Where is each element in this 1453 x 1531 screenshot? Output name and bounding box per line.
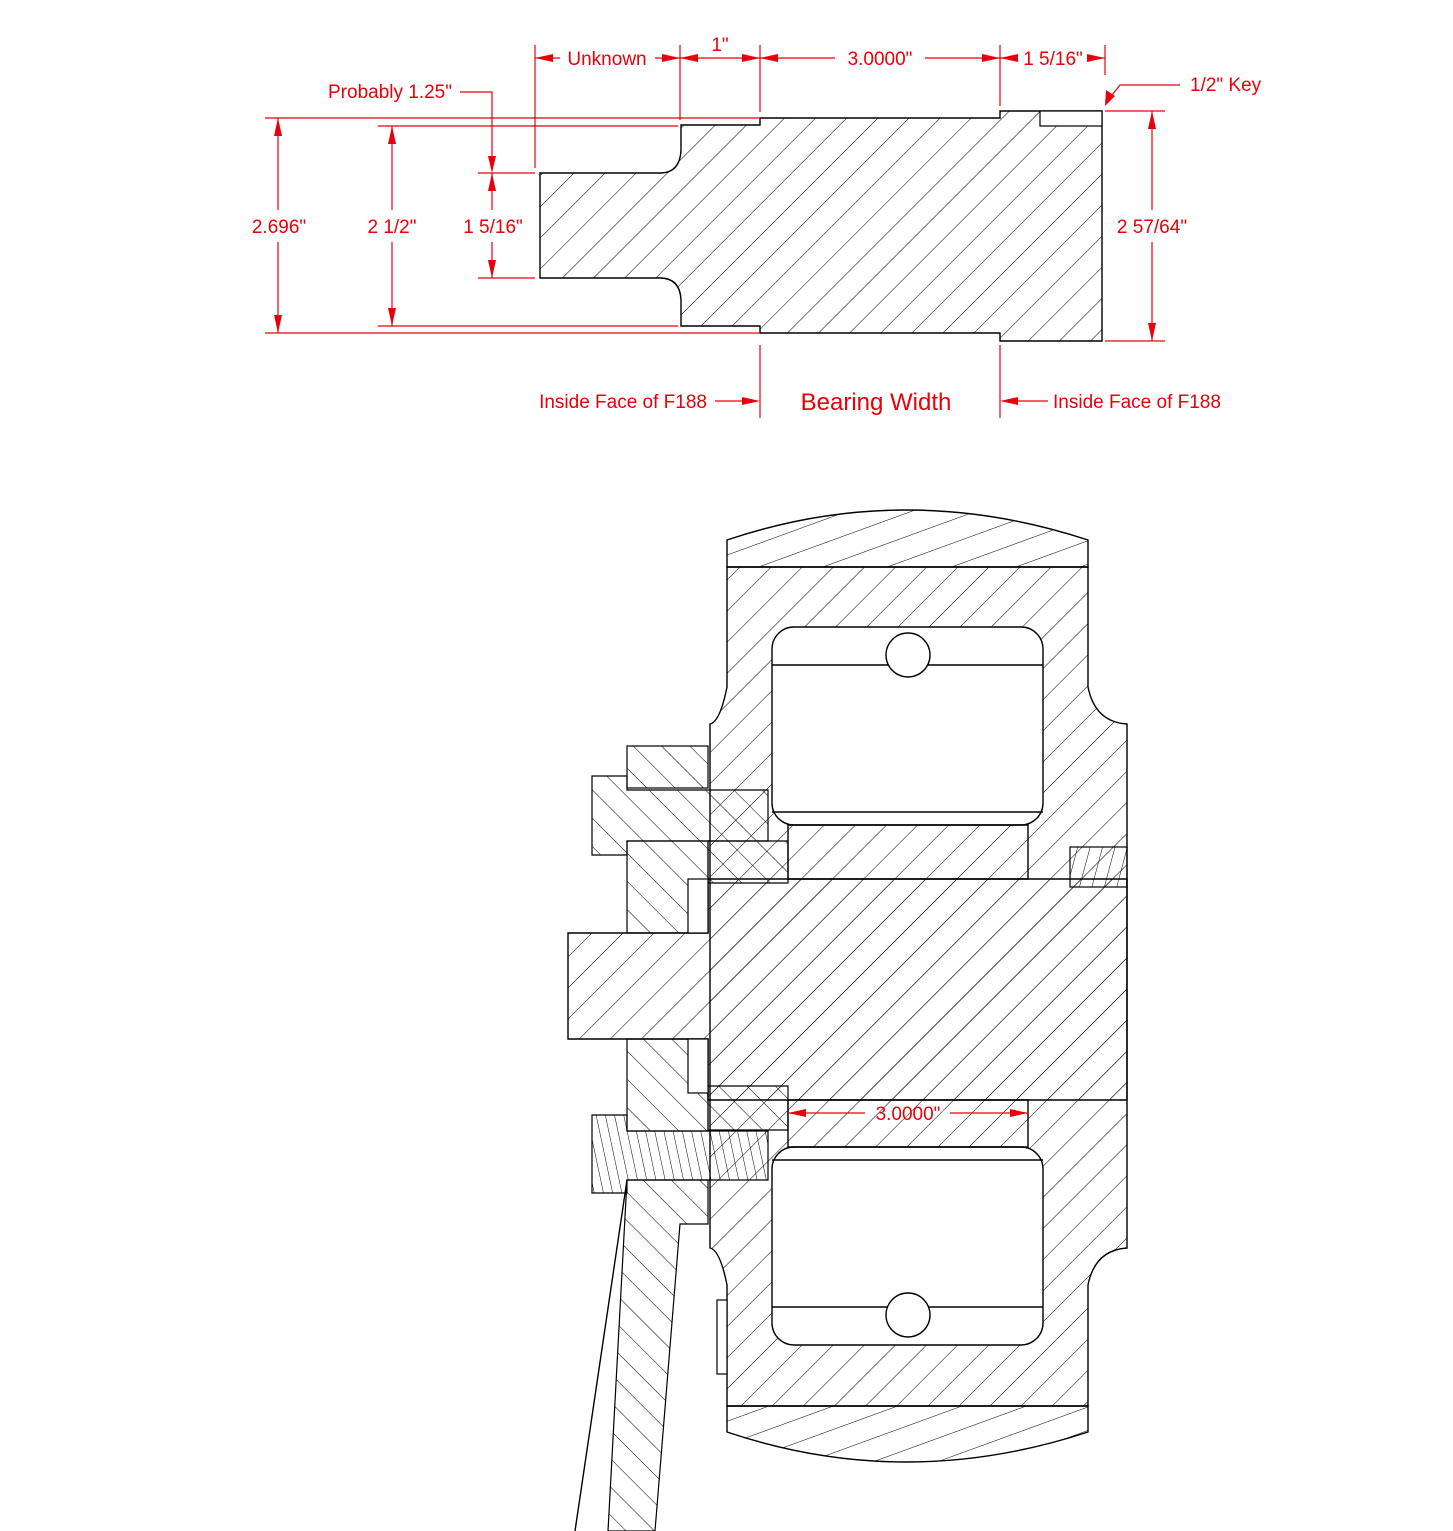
frame-block-top [626,745,709,789]
tire-tread-bottom [726,1405,1089,1463]
tire-tread-top [726,509,1089,568]
bolt-top [591,775,769,856]
top-view-dimensions [265,45,1180,418]
key-slot [1039,110,1103,127]
frame-step-bottom [687,1038,709,1094]
seal-ring-bottom [707,1085,789,1131]
label-2696: 2.696" [252,217,306,238]
shaft-top-view [539,110,1103,342]
label-bearing-width: Bearing Width [801,389,952,416]
roller-top [885,632,931,678]
label-inside-face-left: Inside Face of F188 [539,392,707,413]
label-unknown: Unknown [567,49,646,70]
label-2-1-2: 2 1/2" [367,217,416,238]
label-key: 1/2" Key [1190,75,1262,96]
label-one-inch: 1" [711,35,728,56]
top-view-labels: Unknown 1" 3.0000" 1 5/16" 1/2" Key Prob… [252,35,1262,416]
label-bearing-dim: 3.0000" [876,1104,941,1125]
roller-bottom [885,1292,931,1338]
label-2-57-64: 2 57/64" [1117,217,1187,238]
bolt-bottom [591,1114,769,1194]
label-1-5-16: 1 5/16" [463,217,523,238]
seal-ring-top [707,840,789,884]
label-probably: Probably 1.25" [328,82,452,103]
frame-leg [607,1179,709,1531]
assembly-section-view: 3.0000" [567,509,1128,1531]
label-inside-face-right: Inside Face of F188 [1053,392,1221,413]
frame-step-top [687,878,709,934]
shaft-profile [539,110,1103,342]
right-key [1069,846,1128,888]
label-three-inch: 3.0000" [848,49,913,70]
label-one-5-16-top: 1 5/16" [1023,49,1083,70]
hub-small-plate [716,1299,728,1375]
